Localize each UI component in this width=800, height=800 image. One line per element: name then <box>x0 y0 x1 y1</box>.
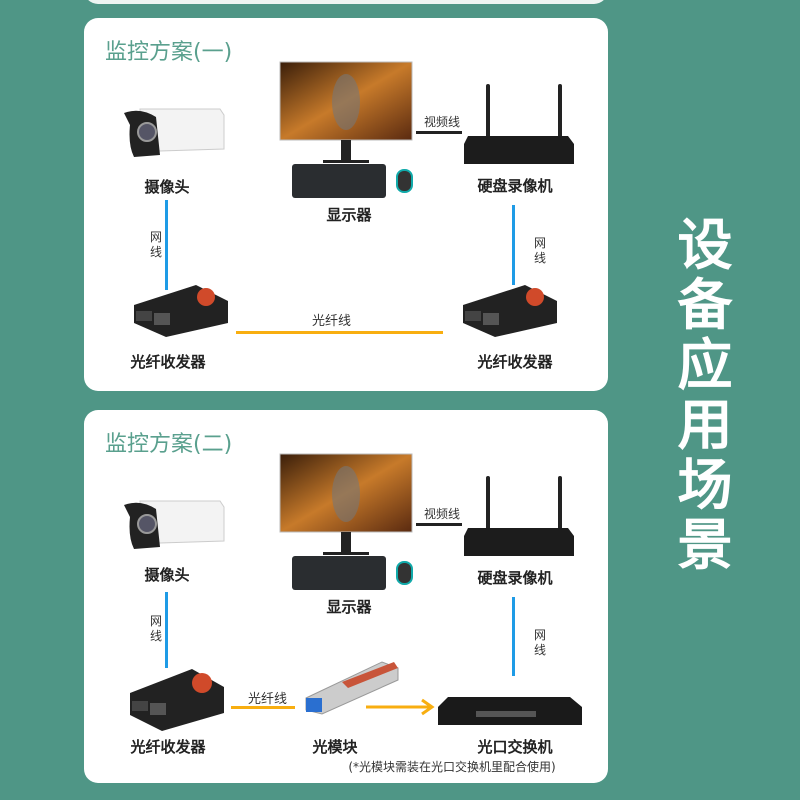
scheme-1-title: 监控方案(一) <box>105 40 233 65</box>
net-cable-left-label: 网线 <box>149 230 162 259</box>
optical-switch-image <box>438 697 582 725</box>
monitor-keyboard-image <box>279 453 413 590</box>
fiber-cable-label: 光纤线 <box>248 692 288 707</box>
monitor-keyboard-image <box>279 61 413 198</box>
arrow-to-switch <box>366 698 435 716</box>
fiber-cable-label: 光纤线 <box>312 314 352 329</box>
nvr-label: 硬盘录像机 <box>477 569 553 587</box>
transceiver-right-label: 光纤收发器 <box>477 353 553 371</box>
video-cable-label: 视频线 <box>424 507 461 521</box>
net-cable-right-label: 网线 <box>533 236 546 265</box>
scheme-2-title: 监控方案(二) <box>105 432 233 457</box>
video-cable-label: 视频线 <box>424 115 461 129</box>
net-cable-left <box>165 592 168 668</box>
fiber-cable <box>231 706 295 709</box>
camera-image <box>124 500 225 549</box>
net-cable-right <box>512 597 515 676</box>
fiber-cable <box>236 331 443 334</box>
camera-label: 摄像头 <box>144 178 190 196</box>
video-cable <box>416 131 462 134</box>
transceiver-left-image <box>134 285 228 337</box>
optical-module-image <box>305 661 399 715</box>
module-note: (*光模块需装在光口交换机里配合使用) <box>348 760 556 774</box>
net-cable-left-label: 网线 <box>149 614 162 643</box>
camera-image <box>124 108 225 157</box>
optical-module-label: 光模块 <box>312 738 358 756</box>
transceiver-image <box>130 669 224 731</box>
net-cable-left <box>165 200 168 290</box>
monitor-label: 显示器 <box>326 206 372 224</box>
video-cable <box>416 523 462 526</box>
transceiver-right-image <box>463 285 557 337</box>
monitor-label: 显示器 <box>326 598 372 616</box>
net-cable-right <box>512 205 515 285</box>
nvr-label: 硬盘录像机 <box>477 177 553 195</box>
nvr-image <box>464 84 574 164</box>
optical-switch-label: 光口交换机 <box>477 738 553 756</box>
nvr-image <box>464 476 574 556</box>
camera-label: 摄像头 <box>144 566 190 584</box>
transceiver-left-label: 光纤收发器 <box>130 353 206 371</box>
transceiver-label: 光纤收发器 <box>130 738 206 756</box>
net-cable-right-label: 网线 <box>533 628 546 657</box>
previous-card-edge <box>84 0 608 4</box>
side-title: 设备应用场景 <box>677 213 733 577</box>
